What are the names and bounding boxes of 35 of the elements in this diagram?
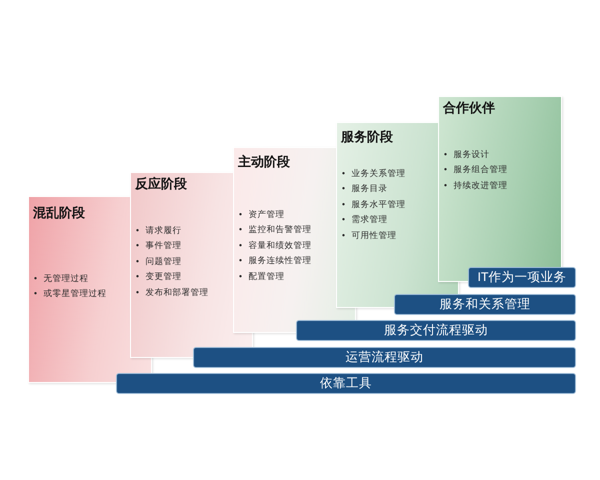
bullet-item: • 容量和绩效管理 [239,240,312,250]
banner-text: 依靠工具 [320,376,372,391]
bullet-item: • 事件管理 [136,240,182,250]
banner-text: 服务和关系管理 [440,297,530,312]
stage-heading: 混乱阶段 [33,205,85,221]
bullet-item: • 或零星管理过程 [34,288,106,298]
level-banner [468,267,576,288]
bullet-item: • 需求管理 [342,214,388,224]
bullet-item: • 配置管理 [239,270,284,281]
bullet-item: • 服务组合管理 [444,164,508,174]
level-banner [116,373,576,394]
bullet-item: • 请求履行 [136,225,182,235]
stage-heading: 主动阶段 [238,154,290,170]
stage-heading: 合作伙伴 [443,100,495,116]
stage-heading: 服务阶段 [341,129,393,145]
bullet-item: • 发布和部署管理 [136,286,208,297]
bullet-item: • 资产管理 [239,209,284,219]
level-banner [193,347,576,368]
bullet-item: • 服务连续性管理 [239,255,312,266]
level-banner [394,294,576,315]
bullet-item: • 服务目录 [342,183,388,194]
level-banner [296,320,576,341]
stage-heading: 反应阶段 [135,176,187,192]
bullet-item: • 问题管理 [136,256,182,266]
bullet-item: • 监控和告警管理 [239,224,312,234]
banner-text: 运营流程驱动 [346,350,424,365]
bullet-item: • 无管理过程 [34,273,88,283]
bullet-item: • 服务设计 [444,149,490,159]
bullet-item: • 业务关系管理 [342,168,406,178]
bullet-item: • 持续改进管理 [444,180,508,190]
bullet-item: • 变更管理 [136,271,182,282]
banner-text: 服务交付流程驱动 [384,323,488,338]
bullet-item: • 可用性管理 [342,230,396,240]
banner-text: IT作为一项业务 [477,270,567,285]
bullet-item: • 服务水平管理 [342,198,406,209]
